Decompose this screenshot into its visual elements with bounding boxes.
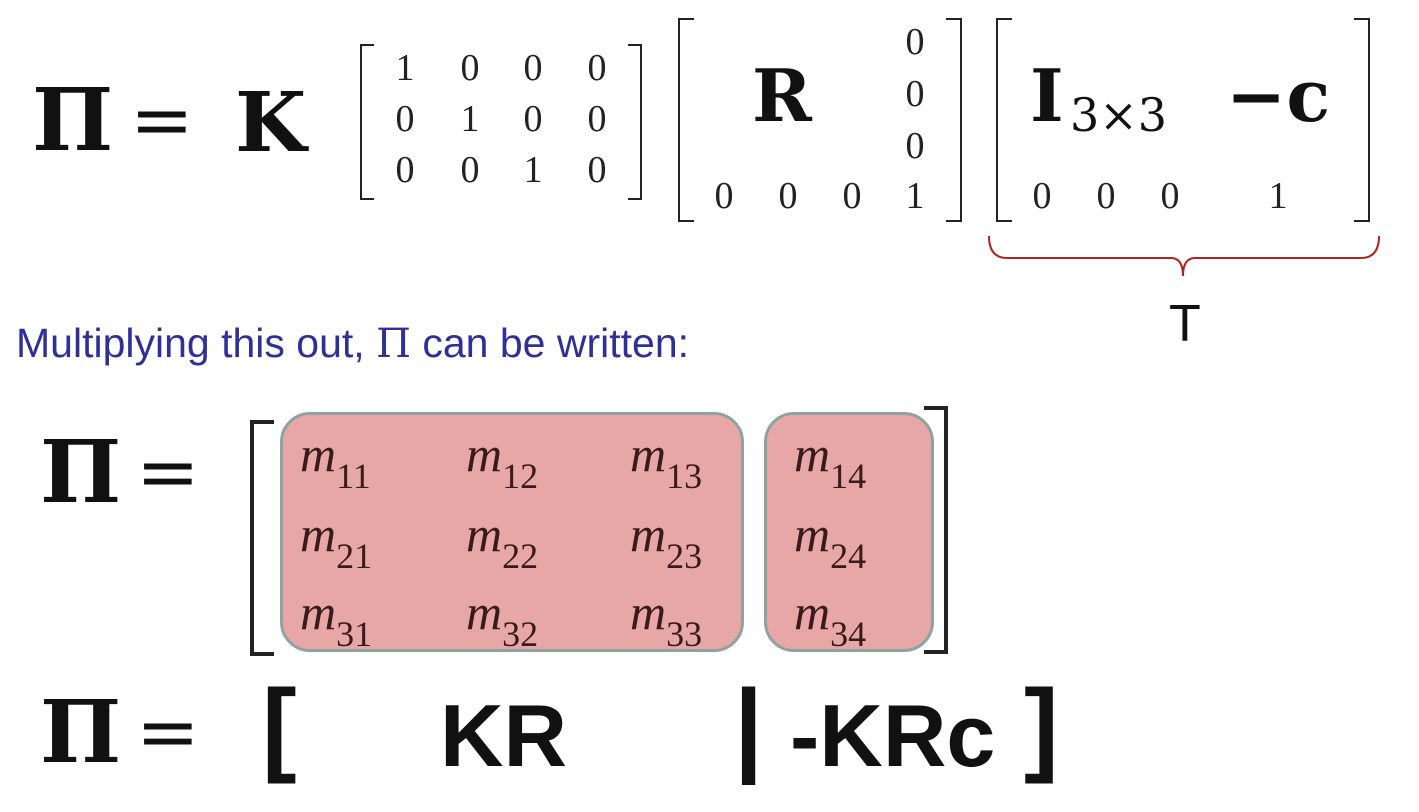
eq2-pi-symbol: Π — [40, 422, 122, 523]
rotation-R: R — [752, 53, 812, 138]
identity-I: I — [1030, 53, 1064, 138]
m-cell: m12 — [466, 426, 539, 496]
rotation-bottom-cell: 0 — [778, 175, 798, 217]
m-cell: m33 — [630, 584, 703, 654]
identity-subscript: 3×3 — [1070, 88, 1168, 142]
krc-column-highlight — [764, 412, 934, 652]
kr-block-highlight — [280, 412, 744, 652]
proj-matrix-left-bracket — [360, 44, 374, 200]
m-cell: m21 — [300, 506, 373, 576]
proj-cell: 0 — [523, 47, 543, 89]
proj-cell: 0 — [587, 98, 607, 140]
eq3-KR: KR — [440, 686, 568, 785]
proj-cell: 1 — [395, 47, 415, 89]
m-cell: m32 — [466, 584, 539, 654]
eq2-equals: = — [136, 427, 200, 516]
translation-matrix-left-bracket — [996, 18, 1012, 222]
eq1-equals: = — [130, 75, 194, 164]
eq3-neg-KRc: -KRc — [790, 686, 996, 785]
eq3-separator: | — [734, 669, 764, 785]
caption-prefix: Multiplying this out, — [16, 320, 365, 366]
translation-bottom-cell: 0 — [1032, 175, 1052, 217]
rotation-matrix-right-bracket — [946, 18, 962, 222]
m-cell: m34 — [794, 584, 867, 654]
underbrace — [988, 235, 1380, 277]
m-cell: m22 — [466, 506, 539, 576]
m-cell: m23 — [630, 506, 703, 576]
m-cell: m24 — [794, 506, 867, 576]
brace-label-T: T — [1169, 295, 1201, 353]
rotation-matrix-left-bracket — [678, 18, 694, 222]
proj-cell: 1 — [523, 149, 543, 191]
proj-cell: 0 — [395, 98, 415, 140]
neg-c: −c — [1226, 53, 1331, 138]
translation-bottom-cell: 0 — [1160, 175, 1180, 217]
proj-cell: 0 — [523, 98, 543, 140]
m-cell: m11 — [300, 426, 371, 496]
rotation-bottom-cell: 0 — [714, 175, 734, 217]
rotation-bottom-cell: 1 — [905, 175, 925, 217]
rotation-col-cell: 0 — [905, 21, 925, 63]
translation-bottom-cell: 1 — [1268, 175, 1288, 217]
eq3-open-bracket: [ — [262, 669, 297, 785]
caption-suffix: can be written: — [422, 320, 690, 366]
m-cell: m13 — [630, 426, 703, 496]
m-matrix-right-bracket — [924, 406, 948, 654]
eq1-K: K — [235, 75, 307, 171]
m-matrix-left-bracket — [250, 420, 274, 656]
proj-cell: 0 — [587, 149, 607, 191]
proj-matrix-right-bracket — [628, 44, 642, 200]
eq3-pi-symbol: Π — [40, 682, 122, 783]
proj-cell: 0 — [395, 149, 415, 191]
translation-matrix-right-bracket — [1354, 18, 1370, 222]
rotation-bottom-cell: 0 — [842, 175, 862, 217]
proj-cell: 0 — [587, 47, 607, 89]
m-cell: m14 — [794, 426, 867, 496]
m-cell: m31 — [300, 584, 373, 654]
eq3-close-bracket: ] — [1024, 669, 1059, 785]
caption-pi-symbol: Π — [376, 321, 411, 367]
translation-bottom-cell: 0 — [1096, 175, 1116, 217]
eq1-pi-symbol: Π — [32, 70, 114, 171]
eq3-equals: = — [136, 687, 200, 776]
proj-cell: 1 — [460, 98, 480, 140]
proj-cell: 0 — [460, 149, 480, 191]
proj-cell: 0 — [460, 47, 480, 89]
rotation-col-cell: 0 — [905, 125, 925, 167]
rotation-col-cell: 0 — [905, 73, 925, 115]
caption: Multiplying this out, Π can be written: — [16, 320, 689, 367]
